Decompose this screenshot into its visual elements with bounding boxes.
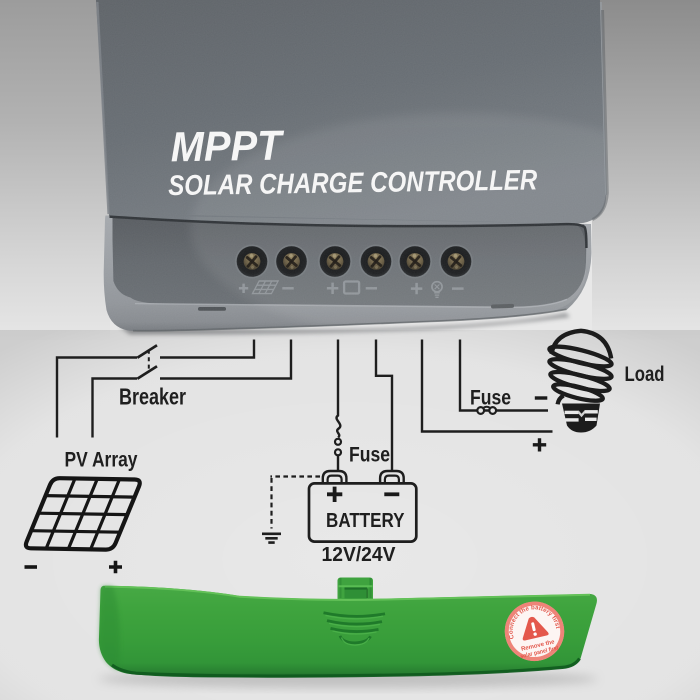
svg-text:BATTERY: BATTERY	[326, 509, 405, 532]
svg-text:Load: Load	[625, 362, 665, 386]
svg-text:Fuse: Fuse	[349, 444, 390, 467]
svg-text:12V/24V: 12V/24V	[322, 543, 396, 566]
svg-text:Breaker: Breaker	[119, 384, 186, 410]
svg-text:PV Array: PV Array	[65, 448, 138, 472]
svg-text:Fuse: Fuse	[470, 387, 511, 410]
